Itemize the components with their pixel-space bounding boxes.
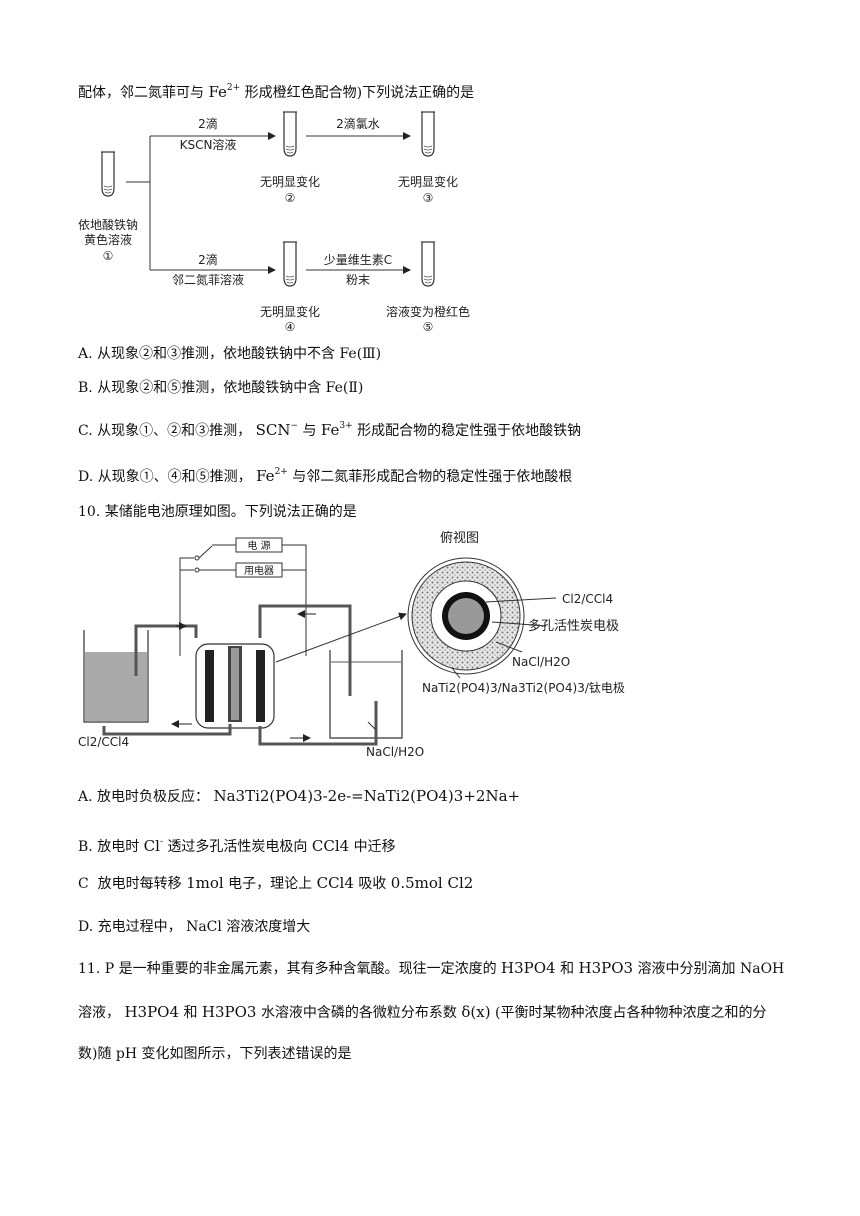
q9-option-d[interactable]: D. 从现象①、④和⑤推测， Fe2+ 与邻二氮菲形成配合物的稳定性强于依地酸根 [78,467,573,485]
tube4-number: ④ [285,320,296,334]
tube-5 [420,241,436,287]
device-label: 用电器 [244,564,274,577]
tube4-label: 无明显变化 [260,304,320,319]
q11-line-3: 数)随 pH 变化如图所示，下列表述错误的是 [78,1046,352,1062]
top-view-label: 俯视图 [440,530,479,546]
tube1-label-2: 黄色溶液 [84,232,132,247]
tube2-label: 无明显变化 [260,174,320,189]
tube3-label: 无明显变化 [398,174,458,189]
tube2-number: ② [285,191,296,205]
q9-intro-fe: Fe2+ [208,83,241,101]
ring-carbon-label: 多孔活性炭电极 [528,618,619,634]
left-beaker-label: Cl2/CCl4 [78,735,129,749]
q9-option-b[interactable]: B. 从现象②和⑤推测，依地酸铁钠中含 Fe(Ⅱ) [78,380,364,396]
ring-ti-label: NaTi2(PO4)3/Na3Ti2(PO4)3/钛电极 [422,680,625,695]
q10-battery-diagram: 电 源 用电器 Cl2/CCl4 NaCl/H2O 俯视图 Cl2/CCl4 多… [78,530,625,759]
tube1-number: ① [103,249,114,263]
arrow3-bottom: 邻二氮菲溶液 [172,272,244,287]
q9-intro-line: 配体，邻二氮菲可与 Fe2+ 形成橙红色配合物)下列说法正确的是 [78,78,474,103]
right-beaker-label: NaCl/H2O [366,745,424,759]
q9-intro-pre: 配体，邻二氮菲可与 [78,85,204,101]
right-beaker [329,650,403,739]
tube-3 [420,111,436,157]
q11-line-2: 溶液， H3PO4 和 H3PO3 水溶液中含磷的各微粒分布系数 δ(x) (平… [78,1003,767,1021]
ring-nacl-label: NaCl/H2O [512,655,570,669]
arrow4-bottom: 粉末 [346,273,370,287]
tube-2 [282,111,298,157]
q10-option-b[interactable]: B. 放电时 Cl- 透过多孔活性炭电极向 CCl4 中迁移 [78,837,396,855]
q10-option-c[interactable]: C 放电时每转移 1mol 电子，理论上 CCl4 吸收 0.5mol Cl2 [78,874,474,892]
q9-flow-diagram: 依地酸铁钠 黄色溶液 ① 2滴 KSCN溶液 2滴 邻二氮菲溶液 无明显变化 ②… [78,111,470,334]
tube3-number: ③ [423,191,434,205]
tube1-label-1: 依地酸铁钠 [78,217,138,232]
q10-stem: 10. 某储能电池原理如图。下列说法正确的是 [78,504,357,520]
tube-1 [100,151,116,197]
q10-option-a[interactable]: A. 放电时负极反应： Na3Ti2(PO4)3-2e-=NaTi2(PO4)3… [78,787,521,805]
q10-option-d[interactable]: D. 充电过程中， NaCl 溶液浓度增大 [78,919,311,935]
q9-option-c[interactable]: C. 从现象①、②和③推测， SCN− 与 Fe3+ 形成配合物的稳定性强于依地… [78,421,582,439]
q9-intro-post: 形成橙红色配合物)下列说法正确的是 [244,85,475,101]
left-beaker [83,630,149,723]
arrow2-top: 2滴氯水 [336,116,380,131]
arrow1-bottom: KSCN溶液 [180,137,237,152]
q9-option-a[interactable]: A. 从现象②和③推测，依地酸铁钠中不含 Fe(Ⅲ) [78,346,382,362]
power-label: 电 源 [247,539,270,552]
tube5-label: 溶液变为橙红色 [386,304,470,319]
arrow1-top: 2滴 [198,116,218,131]
tube-4 [282,241,298,287]
ring-cl2-label: Cl2/CCl4 [562,592,613,606]
tube5-number: ⑤ [423,320,434,334]
arrow4-top: 少量维生素C [324,253,392,267]
q11-line-1: 11. P 是一种重要的非金属元素，其有多种含氧酸。现往一定浓度的 H3PO4 … [78,959,785,977]
arrow3-top: 2滴 [198,252,218,267]
